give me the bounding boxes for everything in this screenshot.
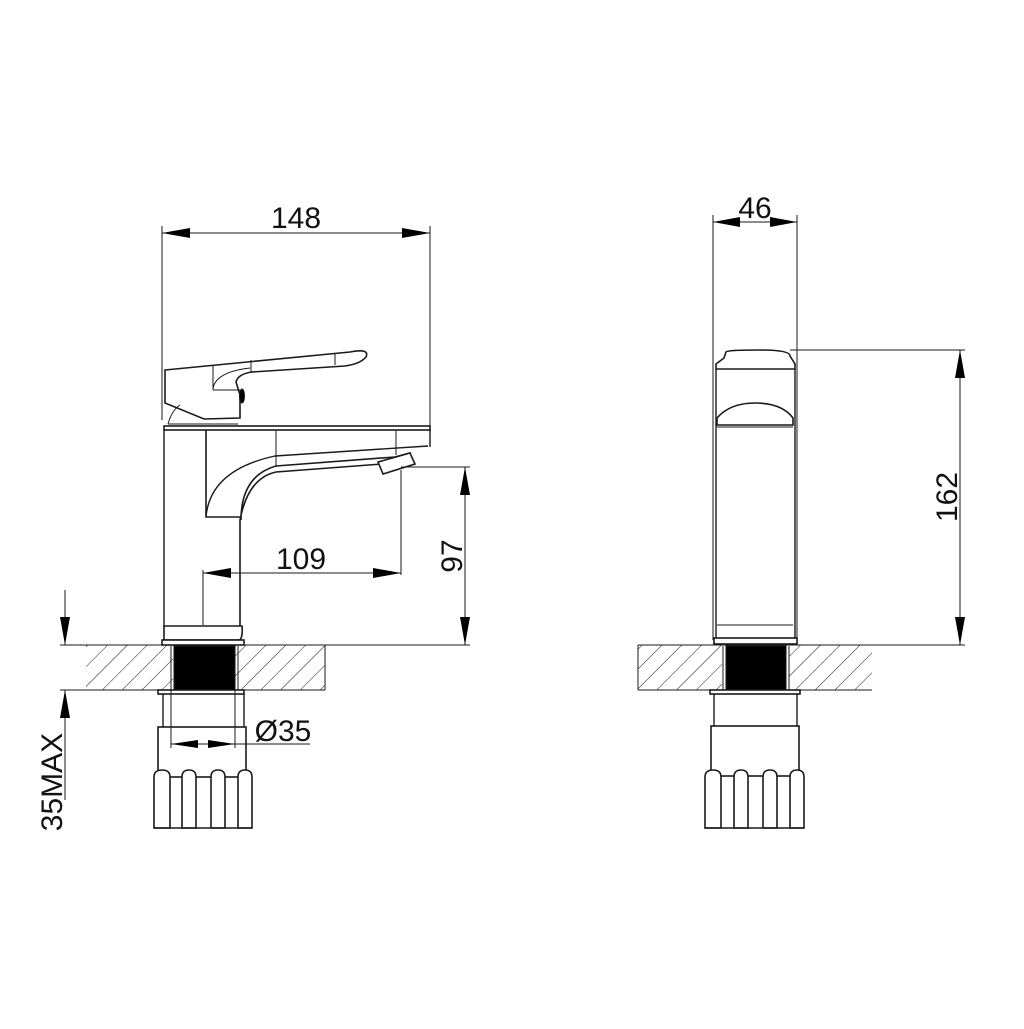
dimension-148: 148 bbox=[161, 202, 431, 435]
dim-35max-label: 35MAX bbox=[36, 733, 69, 831]
lever-handle bbox=[164, 350, 368, 425]
side-deck-section bbox=[637, 644, 875, 691]
dimension-97: 97 bbox=[401, 466, 470, 645]
dim-97-label: 97 bbox=[436, 539, 469, 572]
side-view: 46 162 bbox=[637, 192, 965, 829]
dim-109-label: 109 bbox=[276, 543, 326, 576]
dim-46-label: 46 bbox=[738, 192, 771, 225]
dimension-35max: 35MAX bbox=[36, 590, 70, 831]
fixing-nut bbox=[153, 689, 253, 829]
side-body bbox=[713, 349, 798, 645]
dim-162-label: 162 bbox=[931, 472, 964, 522]
side-fixing-nut bbox=[704, 689, 805, 829]
dimension-diameter-35: Ø35 bbox=[170, 690, 312, 748]
dimension-46: 46 bbox=[712, 192, 798, 640]
mixer-body bbox=[161, 425, 431, 646]
deck-section bbox=[60, 644, 470, 691]
dim-diameter-label: Ø35 bbox=[255, 715, 312, 748]
dimension-109: 109 bbox=[202, 470, 402, 625]
dim-148-label: 148 bbox=[271, 202, 321, 235]
dimension-162: 162 bbox=[790, 349, 965, 646]
front-view: 148 bbox=[36, 202, 470, 831]
